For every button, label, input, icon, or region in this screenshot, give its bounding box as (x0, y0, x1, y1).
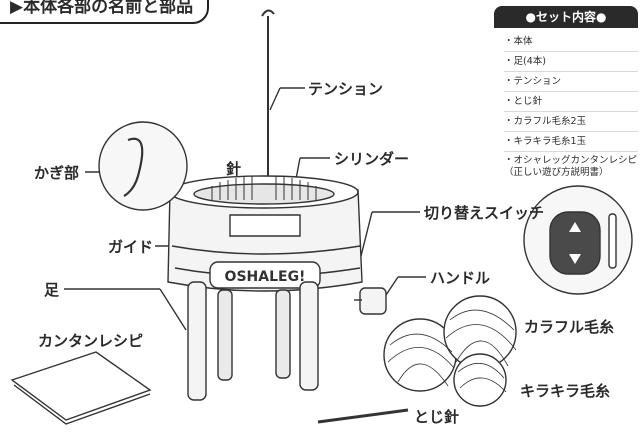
label-cylinder: シリンダー (334, 150, 410, 168)
label-tension: テンション (308, 80, 384, 98)
set-item: ・本体 (504, 32, 638, 52)
leg-front-right (299, 281, 319, 391)
label-colorful-yarn: カラフル毛糸 (524, 318, 615, 336)
needle-ring (211, 176, 317, 200)
switch-slider (608, 213, 617, 269)
handle-knob (359, 287, 387, 315)
guide-block (229, 214, 301, 237)
tension-hook-tip (261, 9, 275, 17)
section-title: ▶本体各部の名前と部品 (0, 0, 210, 24)
set-contents-list: ・本体 ・足(4本) ・テンション ・とじ針 ・カラフル毛糸2玉 ・キラキラ毛糸… (494, 28, 638, 182)
set-item: ・オシャレッグカンタンレシピ（正しい遊び方説明書） (504, 155, 638, 178)
leg-back-left (217, 289, 233, 381)
darning-needle (317, 408, 409, 424)
yarn-balls (383, 295, 517, 407)
recipe-booklet (10, 351, 152, 421)
label-handle: ハンドル (430, 269, 491, 287)
logo-text: OSHALEG! (225, 269, 306, 285)
label-glitter-yarn: キラキラ毛糸 (520, 382, 611, 400)
set-item: ・とじ針 (504, 92, 638, 112)
set-item: ・カラフル毛糸2玉 (504, 112, 638, 132)
label-recipe: カンタンレシピ (38, 332, 144, 350)
label-darning-needle: とじ針 (414, 408, 460, 426)
set-item: ・足(4本) (504, 52, 638, 72)
hook-detail-circle (98, 121, 188, 211)
label-guide: ガイド (108, 238, 154, 256)
down-arrow-icon (569, 254, 581, 264)
set-item: ・キラキラ毛糸1玉 (504, 132, 638, 152)
set-contents-title: ●セット内容● (494, 6, 638, 28)
leg-back-right (275, 289, 291, 379)
label-hook: かぎ部 (34, 164, 80, 182)
leg-front-left (187, 281, 207, 401)
hook-detail (123, 137, 144, 197)
label-leg: 足 (44, 281, 60, 299)
label-switch: 切り替えスイッチ (424, 204, 545, 222)
label-needle: 針 (226, 160, 242, 178)
set-contents-box: ●セット内容● ・本体 ・足(4本) ・テンション ・とじ針 ・カラフル毛糸2玉… (494, 6, 638, 182)
up-arrow-icon (569, 222, 581, 232)
set-item: ・テンション (504, 72, 638, 92)
switch-graphic (549, 211, 601, 275)
logo-plate (209, 261, 321, 289)
